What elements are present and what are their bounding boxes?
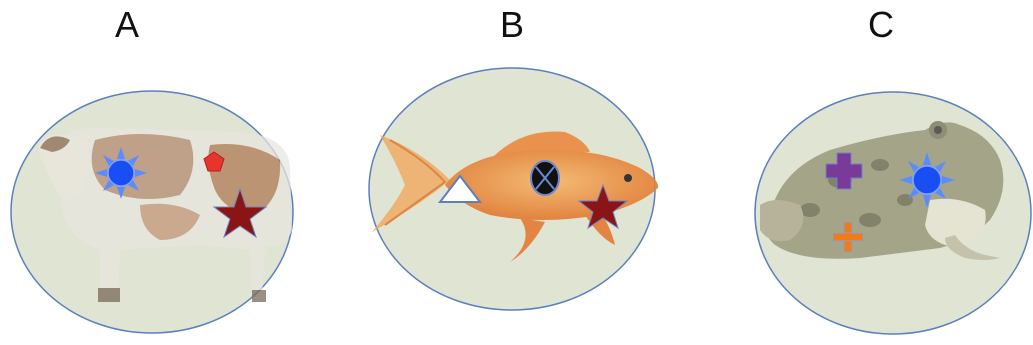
- panel-a: [11, 91, 293, 333]
- black-x-circle-icon: [531, 161, 559, 195]
- panel-c: [755, 92, 1031, 334]
- panel-b: [369, 68, 658, 310]
